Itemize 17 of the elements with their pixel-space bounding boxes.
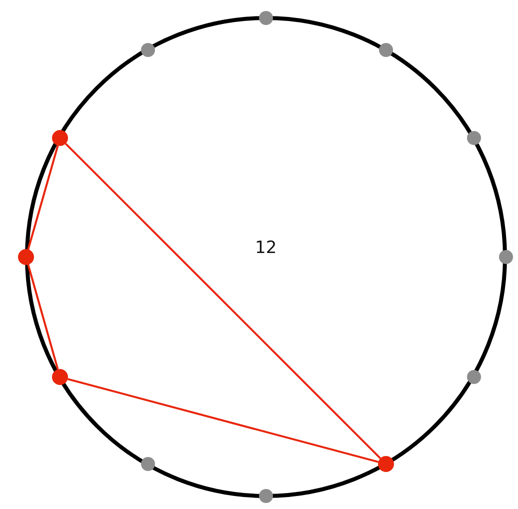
polygon-side (67, 378, 379, 463)
vertex-point (52, 369, 68, 385)
marker-point (141, 43, 155, 57)
marker-point (499, 250, 513, 264)
marker-point (379, 43, 393, 57)
marker-point (467, 370, 481, 384)
marker-point (259, 11, 273, 25)
vertex-point (378, 456, 394, 472)
vertex-point (52, 130, 68, 146)
vertex-point (18, 249, 34, 265)
center-number: 12 (255, 238, 277, 258)
marker-point (141, 457, 155, 471)
polygon-side (64, 142, 382, 460)
polygon-side (27, 264, 59, 370)
marker-point (259, 489, 273, 503)
marker-point (467, 131, 481, 145)
polygon-side (27, 145, 59, 250)
